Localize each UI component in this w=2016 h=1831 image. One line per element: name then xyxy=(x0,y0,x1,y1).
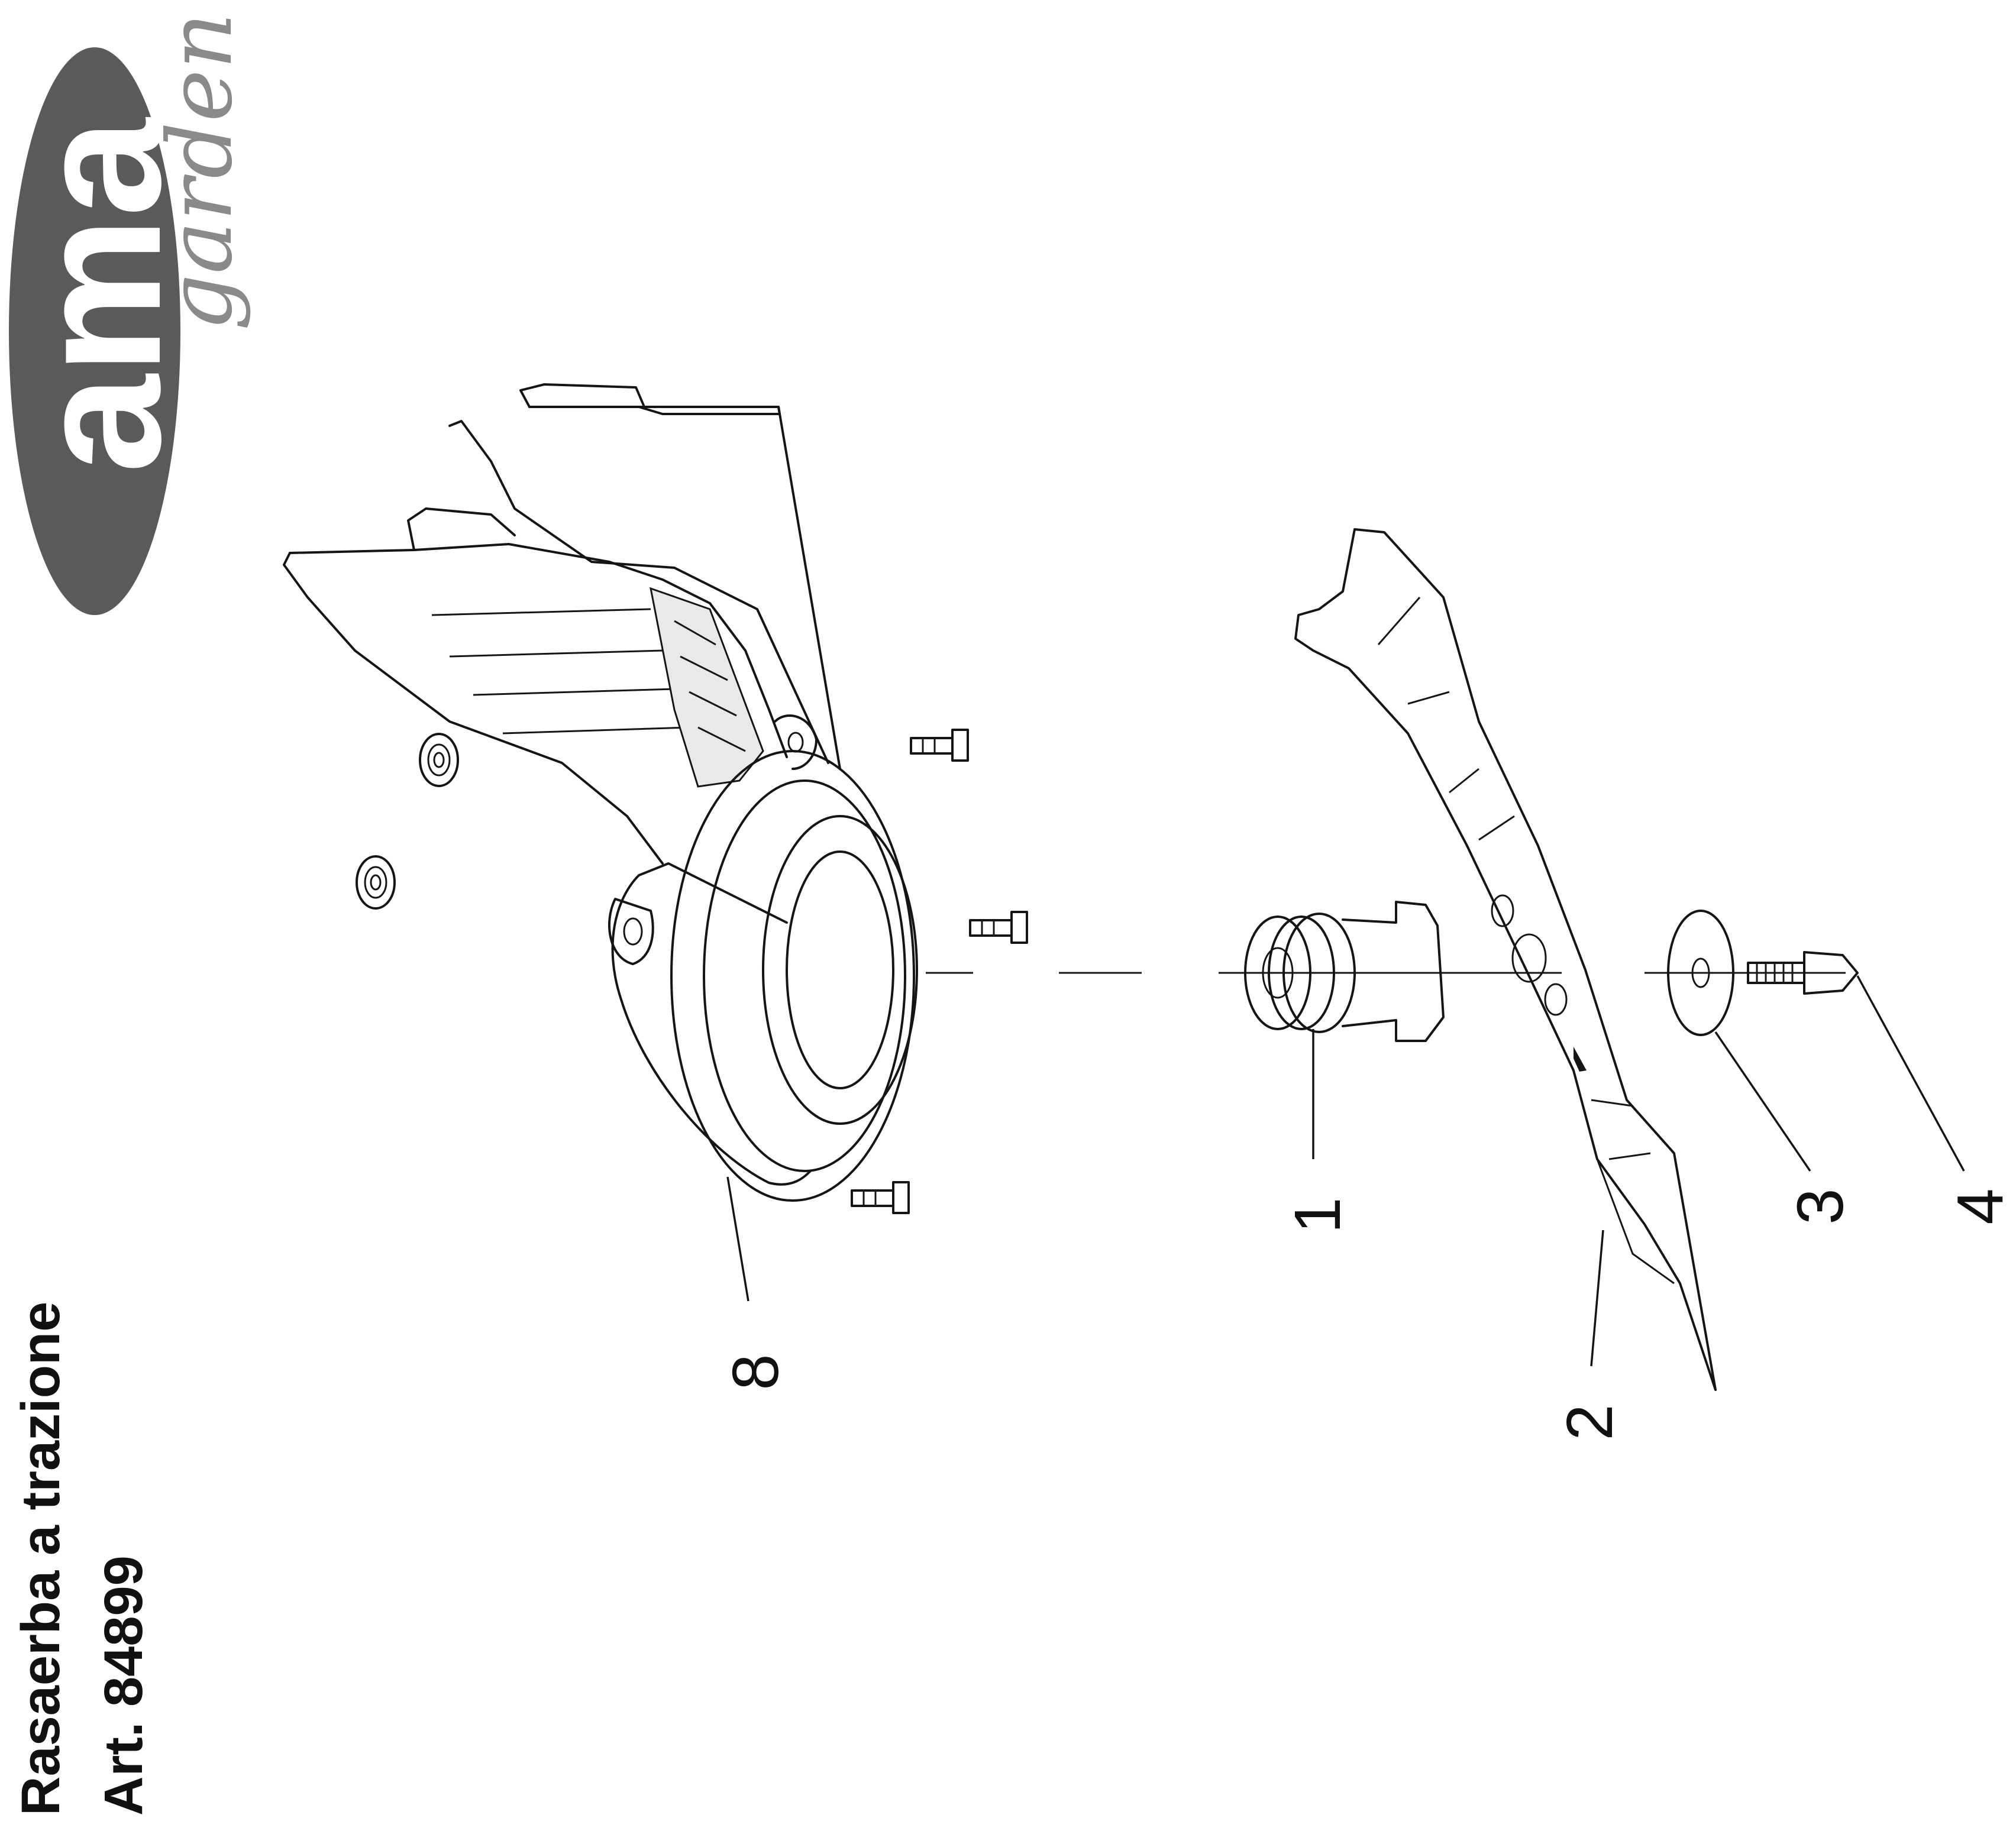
washer-icon xyxy=(1667,910,1734,1036)
screw-bottom xyxy=(851,1181,910,1214)
leader-8 xyxy=(726,1176,749,1302)
ama-garden-logo: ama garden xyxy=(0,12,252,615)
callout-4: 4 xyxy=(1944,1188,2016,1224)
nut-icon xyxy=(356,733,459,910)
callouts: 1 2 3 4 8 xyxy=(719,1188,2016,1440)
screw-top xyxy=(910,729,969,762)
document-title: Rasaerba a trazione Art. 84899 xyxy=(11,1302,154,1816)
logo-brand-text: ama xyxy=(0,117,198,473)
nut-lower xyxy=(356,855,396,910)
leader-3 xyxy=(1714,1031,1811,1172)
nut-upper xyxy=(419,733,459,787)
blade-adapter-icon xyxy=(1244,901,1445,1042)
logo-sub-text: garden xyxy=(149,12,252,331)
callout-8: 8 xyxy=(719,1354,792,1390)
blade-icon xyxy=(1294,528,1717,1391)
title-line-2: Art. 84899 xyxy=(93,1555,154,1816)
callout-1: 1 xyxy=(1281,1197,1354,1233)
title-line-1: Rasaerba a trazione xyxy=(11,1302,71,1816)
screw-middle xyxy=(969,911,1028,944)
leader-2 xyxy=(1590,1230,1604,1367)
bolt-icon xyxy=(1747,951,1859,995)
callout-3: 3 xyxy=(1784,1188,1857,1224)
leader-4 xyxy=(1856,975,1965,1172)
screw-icon xyxy=(851,729,1028,1214)
logo-ellipse xyxy=(9,47,180,615)
leader-lines xyxy=(726,975,1965,1367)
callout-2: 2 xyxy=(1553,1404,1626,1440)
belt-cover-icon xyxy=(283,383,918,1202)
